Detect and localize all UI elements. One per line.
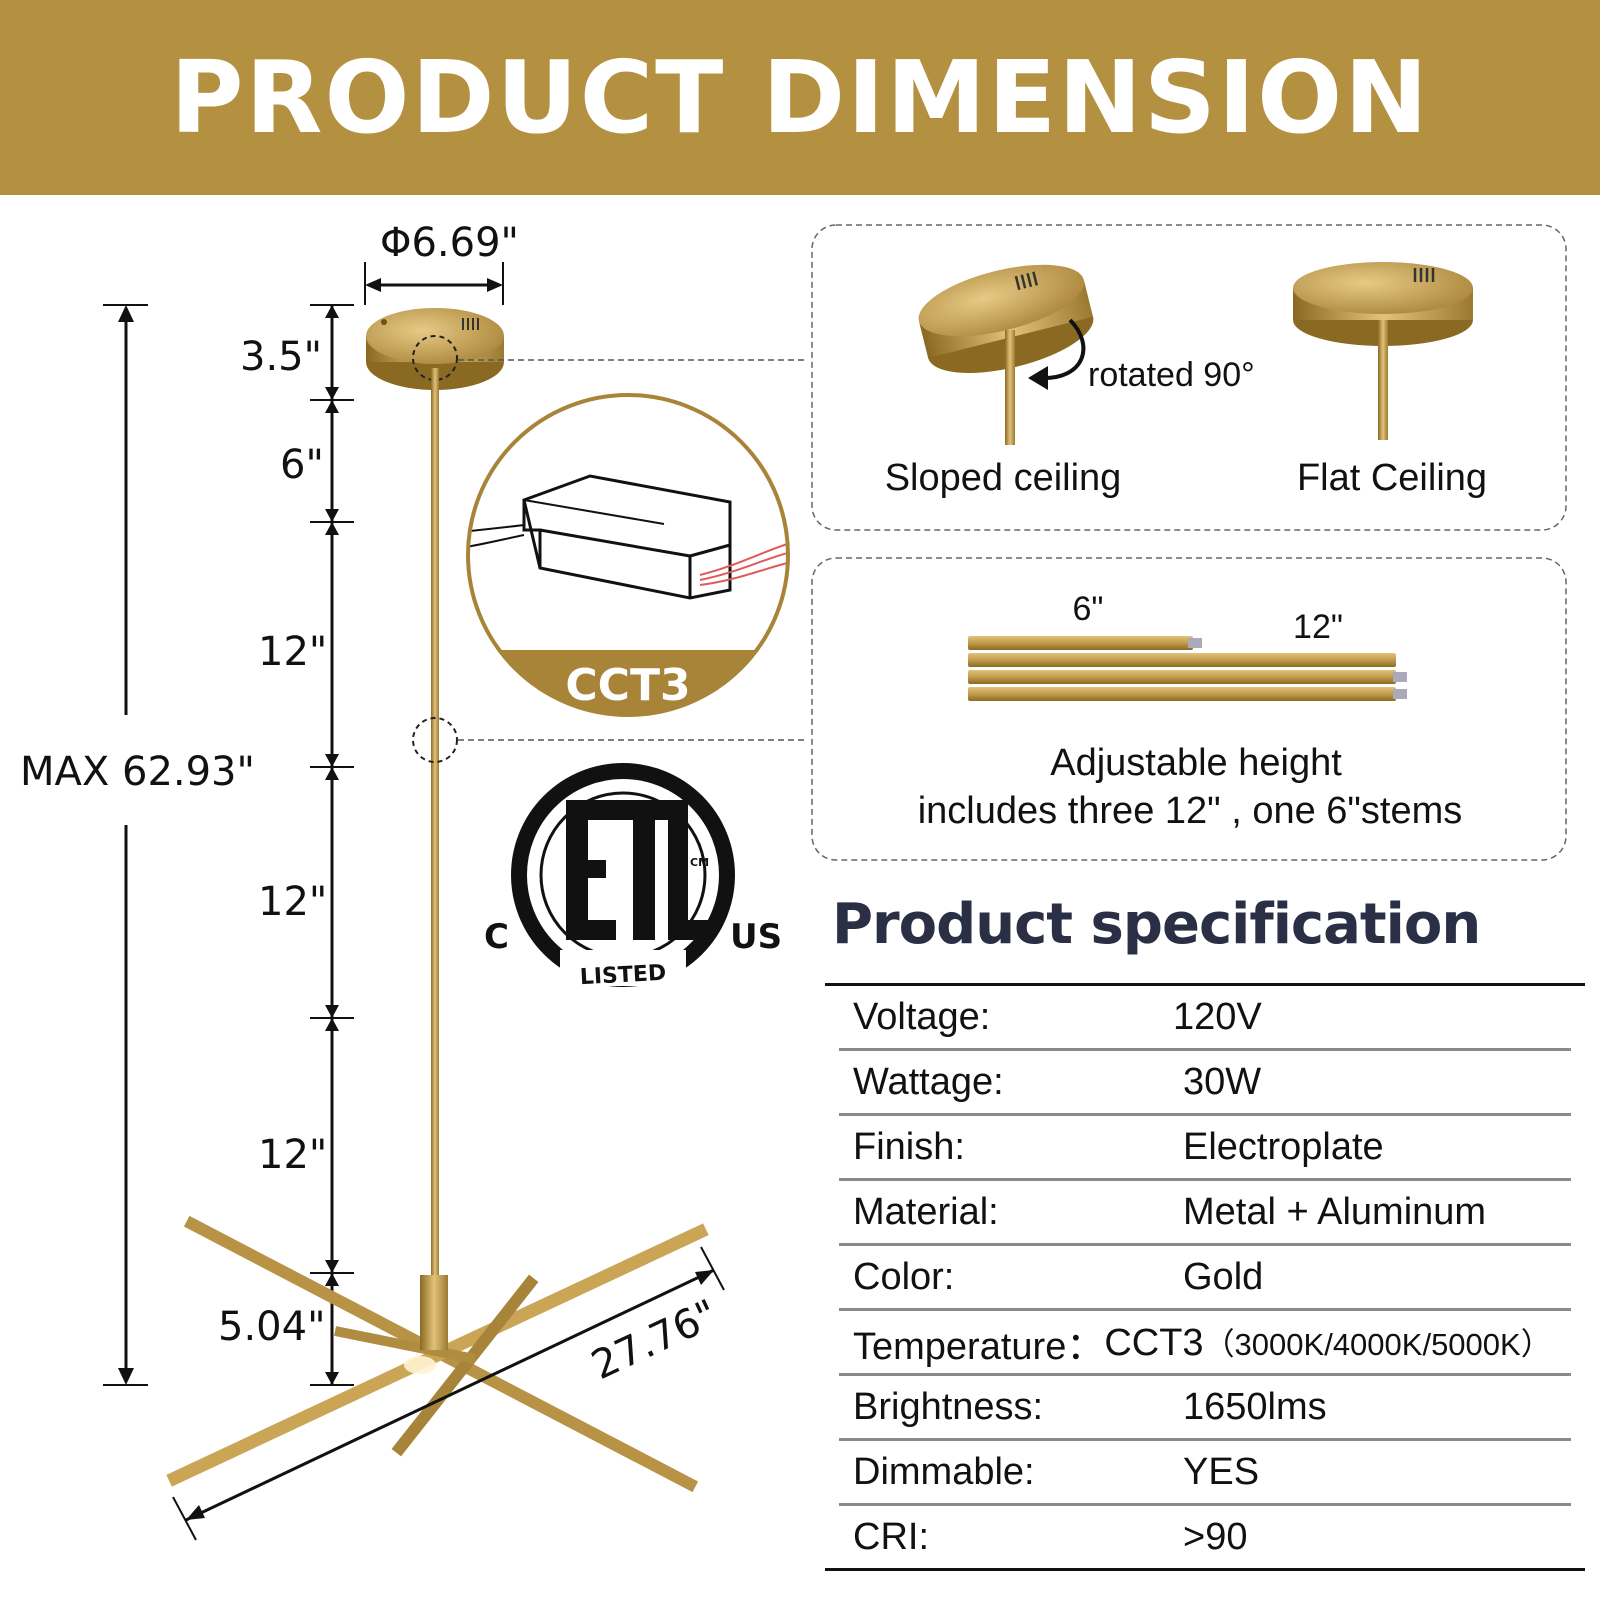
title-banner: PRODUCT DIMENSION [0,0,1600,195]
etl-us-text: US [730,917,782,957]
spec-value: 30W [1183,1060,1262,1103]
spec-row-wattage: Wattage: 30W [839,1051,1571,1116]
banner-title: PRODUCT DIMENSION [170,39,1430,156]
spec-row-material: Material: Metal + Aluminum [839,1181,1571,1246]
driver-badge-label: CCT3 [565,660,690,711]
etl-c-text: C [484,917,509,957]
spec-row-brightness: Brightness: 1650lms [839,1376,1571,1441]
spec-label: Wattage: [853,1060,1004,1103]
spec-label: Finish: [853,1125,965,1168]
flat-canopy [1293,262,1473,440]
specification-table: Voltage: 120V Wattage: 30W Finish: Elect… [825,983,1585,1571]
flat-ceiling-label: Flat Ceiling [1297,457,1487,499]
spec-value-detail: （3000K/4000K/5000K） [1203,1327,1552,1362]
spec-label: Dimmable: [853,1450,1035,1493]
sloped-canopy [918,264,1094,445]
stems-caption-line1: Adjustable height [1050,742,1342,784]
etl-cm-text: CM [690,856,709,869]
spec-value: Metal + Aluminum [1183,1190,1487,1233]
spec-row-color: Color: Gold [839,1246,1571,1311]
stem-rods [968,636,1407,701]
canopy-height-label: 3.5" [240,334,322,380]
spec-value: >90 [1183,1515,1248,1558]
stems-panel: 6" 12" Adjustable height includes three … [811,557,1567,861]
stem-12a-label: 12" [258,629,327,675]
spec-row-temperature: Temperature： CCT3（3000K/4000K/5000K） [839,1311,1571,1376]
spec-label: Brightness: [853,1385,1044,1428]
spec-row-voltage: Voltage: 120V [839,986,1571,1051]
spec-value: 1650lms [1183,1385,1327,1428]
ceiling-panel: rotated 90° Sloped ceiling Flat Ceiling [811,224,1567,531]
spec-label: Color: [853,1255,955,1298]
spec-label: Material: [853,1190,999,1233]
rotation-note: rotated 90° [1088,356,1255,394]
fixture-arms [166,1215,709,1493]
stem-12b-label: 12" [258,879,327,925]
canopy-diameter-label: Φ6.69" [380,220,519,266]
canopy [366,308,504,390]
span-label: 27.76" [585,1291,725,1389]
spec-value: 120V [1173,995,1262,1038]
sloped-ceiling-label: Sloped ceiling [885,457,1122,499]
etl-logo: LISTED CM C US [484,763,782,990]
stem-detail-marker [412,717,458,763]
spec-value: Gold [1183,1255,1264,1298]
spec-label: Temperature： [853,1325,1105,1368]
spec-label: CRI: [853,1515,929,1558]
stems-caption-line2: includes three 12" , one 6"stems [918,790,1463,832]
spec-value: CCT3 [1104,1322,1204,1364]
etl-listed-text: LISTED [579,961,667,990]
spec-row-cri: CRI: >90 [839,1506,1571,1568]
driver-badge: CCT3 [466,393,790,717]
stem-12c-label: 12" [258,1132,327,1178]
fixture-height-label: 5.04" [218,1304,325,1350]
dimension-drawing: Φ6.69" MAX 62.93" 3.5" [20,220,808,1541]
spec-row-finish: Finish: Electroplate [839,1116,1571,1181]
spec-row-dimmable: Dimmable: YES [839,1441,1571,1506]
specification-title: Product specification [832,892,1481,957]
canopy-detail-marker [412,335,458,381]
spec-label: Voltage: [853,995,991,1038]
short-stem-label: 6" [1073,590,1104,628]
long-stem-label: 12" [1293,608,1343,646]
spec-value: Electroplate [1183,1125,1384,1168]
max-height-label: MAX 62.93" [20,749,255,795]
spec-value: YES [1183,1450,1260,1493]
stem [431,368,439,1276]
stem-6-label: 6" [280,442,324,488]
